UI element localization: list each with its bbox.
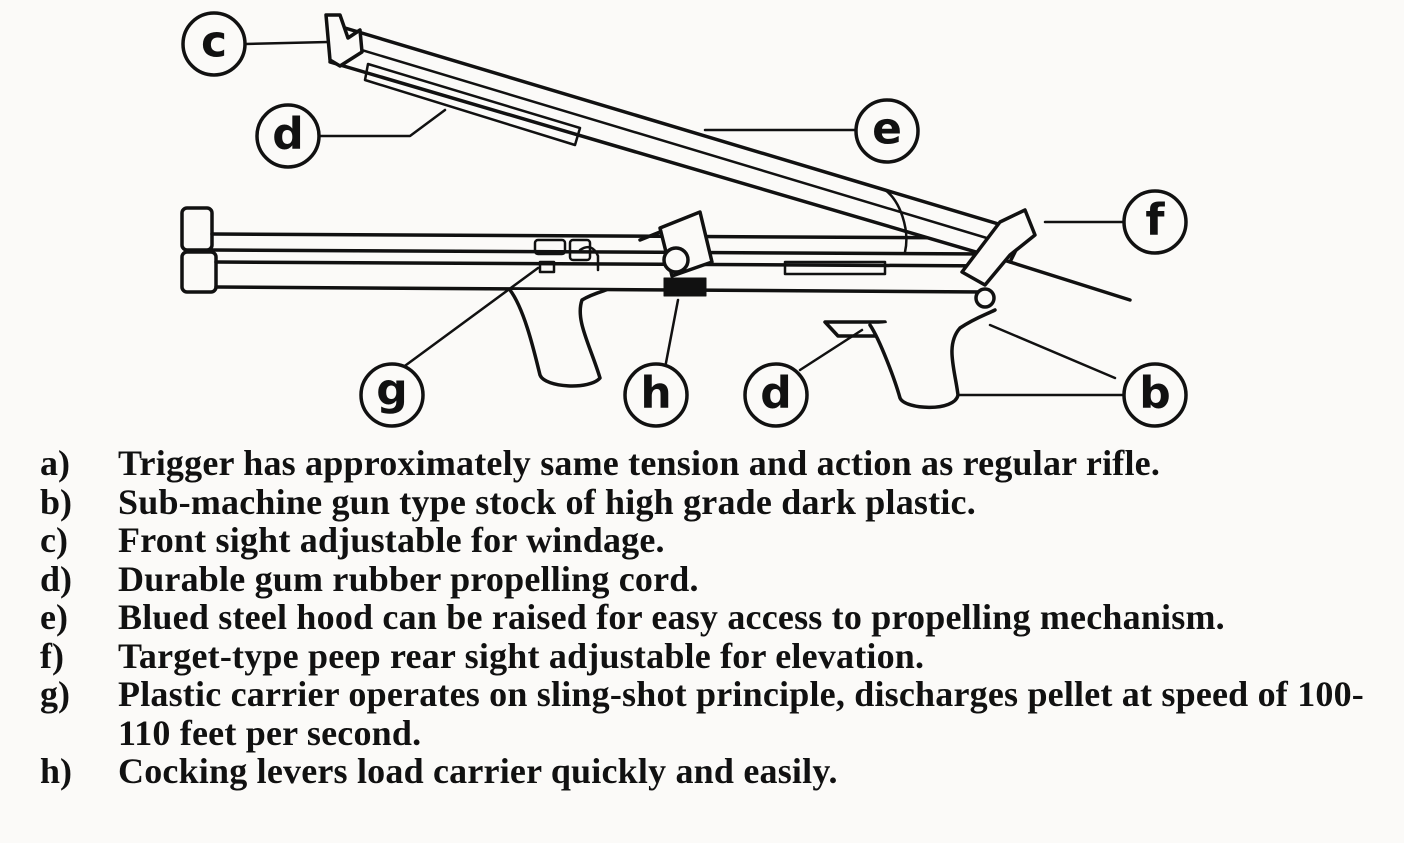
legend-key: c) [40,520,68,560]
legend-key: b) [40,481,73,522]
stock [868,308,997,410]
legend-key: f) [40,635,64,676]
callout-b: b [1139,368,1171,419]
legend-item-d: d) Durable gum rubber propelling cord. [40,558,1390,599]
front-sight [324,13,364,68]
gun-diagram: c d e f g h d b [180,11,1188,428]
legend-text: Trigger has approximately same tension a… [118,443,1161,483]
carrier-mechanism [533,238,887,276]
legend-key: e) [40,597,68,637]
gun-barrel [180,206,1002,294]
front-grip [508,288,608,388]
callout-g: g [376,365,408,416]
cocking-levers [638,210,714,297]
legend-text: Plastic carrier operates on sling-shot p… [118,674,1364,753]
legend-item-e: e) Blued steel hood can be raised for ea… [40,598,1390,637]
parts-legend: a) Trigger has approximately same tensio… [40,444,1390,791]
leader-lines [243,40,1127,397]
legend-key: h) [40,751,73,791]
legend-item-b: b) Sub-machine gun type stock of high gr… [40,481,1390,522]
raised-hood [328,23,1132,302]
legend-text: Front sight adjustable for windage. [118,520,665,560]
callout-c: c [201,17,227,68]
legend-item-g: g) Plastic carrier operates on sling-sho… [40,675,1390,752]
legend-key: a) [40,443,70,483]
legend-item-h: h) Cocking levers load carrier quickly a… [40,752,1390,791]
callout-d-top: d [272,109,304,160]
rear-sight [960,208,1037,287]
legend-key: d) [40,558,73,599]
callout-d-bottom: d [760,368,792,419]
callout-e: e [872,104,902,155]
legend-text: Blued steel hood can be raised for easy … [118,597,1225,637]
callout-h: h [640,368,671,419]
legend-item-c: c) Front sight adjustable for windage. [40,521,1390,560]
legend-text: Cocking levers load carrier quickly and … [118,751,838,791]
legend-text: Sub-machine gun type stock of high grade… [118,481,976,522]
legend-text: Durable gum rubber propelling cord. [118,558,699,599]
legend-text: Target-type peep rear sight adjustable f… [118,635,925,676]
callout-circles [181,11,1188,428]
legend-item-f: f) Target-type peep rear sight adjustabl… [40,635,1390,676]
callout-f: f [1145,195,1165,246]
legend-item-a: a) Trigger has approximately same tensio… [40,444,1390,483]
rear-sight-screw [974,287,996,309]
legend-key: g) [40,674,70,714]
